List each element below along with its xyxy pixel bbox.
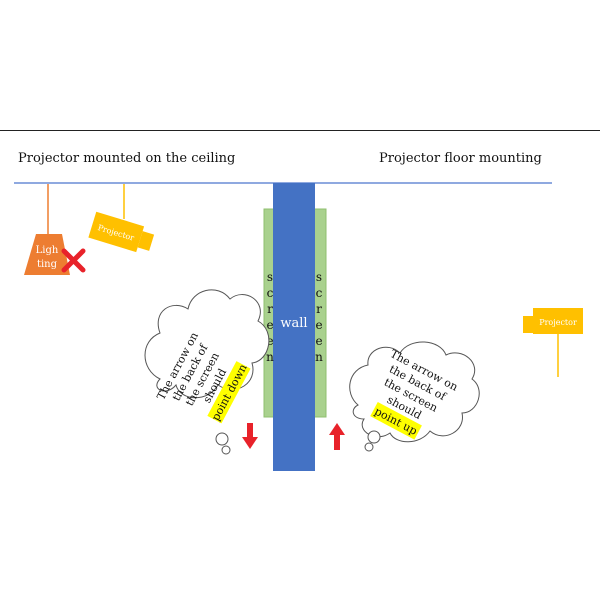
floor-projector: Projector <box>523 308 583 334</box>
arrow-up-icon <box>329 423 345 450</box>
floor-mount-label: Projector floor mounting <box>379 151 542 166</box>
ceiling-projector: Projector <box>88 211 155 253</box>
ceiling-mount-label: Projector mounted on the ceiling <box>18 151 236 166</box>
lighting-label-2: ting <box>37 259 58 270</box>
bubble-right-text: The arrow on the back of the screen shou… <box>370 347 460 440</box>
floor-projector-label: Projector <box>539 318 577 327</box>
wall-label: wall <box>280 316 307 331</box>
wall <box>273 183 315 471</box>
lighting-fixture <box>24 234 70 275</box>
diagram-panel: Projector mounted on the ceiling Project… <box>0 130 600 471</box>
bubble-left-highlight <box>207 361 251 424</box>
bubble-right-highlight <box>370 401 422 440</box>
x-mark-icon <box>61 248 86 273</box>
arrow-down-icon <box>242 423 258 449</box>
lighting-label-1: Ligh <box>36 245 59 256</box>
